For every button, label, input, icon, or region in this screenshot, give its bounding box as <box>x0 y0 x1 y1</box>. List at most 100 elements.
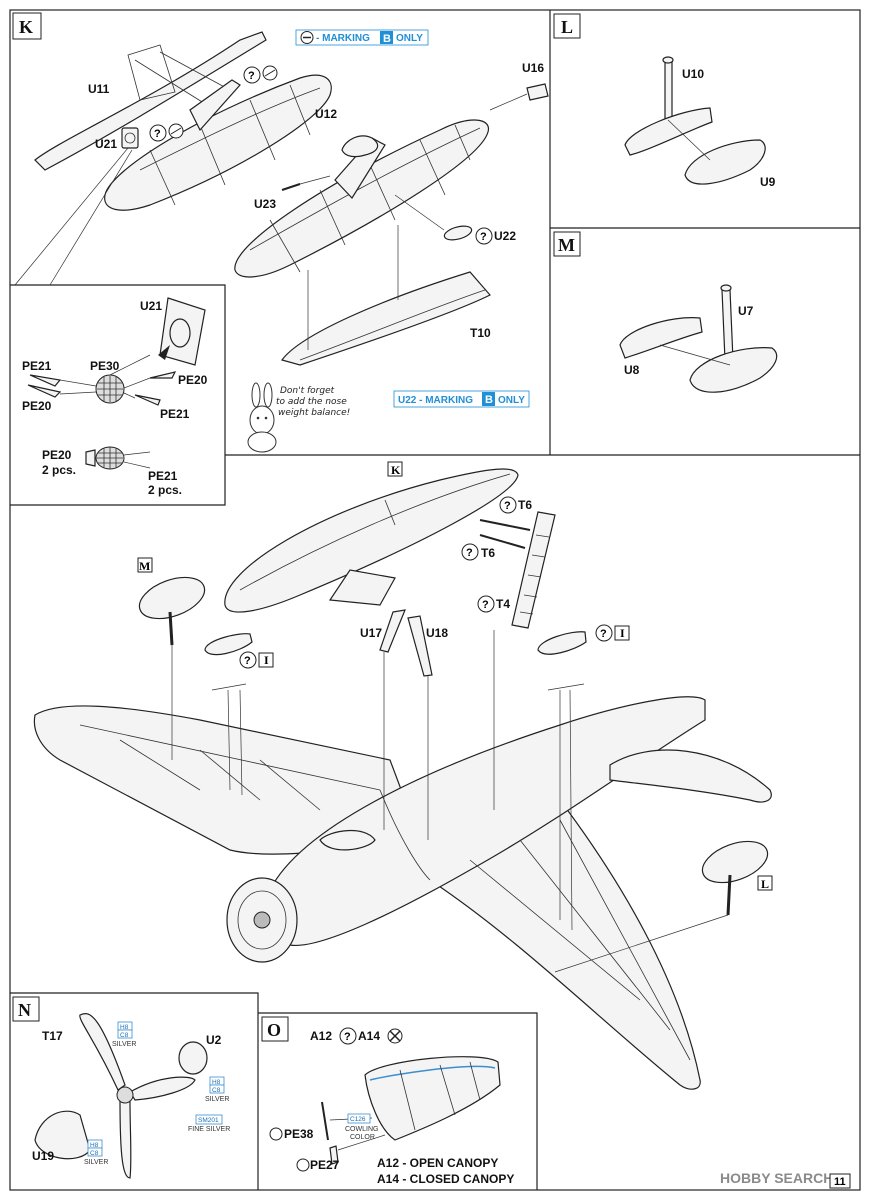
svg-text:U22 - MARKING: U22 - MARKING <box>398 395 473 406</box>
aircraft-main-assembly <box>33 630 772 1090</box>
mascot-rabbit <box>247 382 277 453</box>
section-badge-l: L <box>553 13 581 39</box>
label-a12: A12 <box>310 1029 332 1043</box>
svg-text:I: I <box>620 626 625 640</box>
label-u9: U9 <box>760 175 776 189</box>
svg-text:M: M <box>139 559 150 573</box>
svg-text:O: O <box>267 1020 281 1040</box>
optional-step-icons-k: ? ? <box>149 65 278 142</box>
svg-text:SILVER: SILVER <box>205 1096 229 1103</box>
part-u17-u18: U17 U18 <box>360 609 448 677</box>
svg-text:C8: C8 <box>120 1032 129 1039</box>
svg-text:- MARKING: - MARKING <box>316 33 370 44</box>
svg-text:L: L <box>761 877 769 891</box>
mascot-note: Don't forget to add the nose weight bala… <box>276 386 350 418</box>
paint-o-cowl: C126 COWLING COLOR <box>345 1113 378 1141</box>
svg-text:?: ? <box>344 1031 351 1043</box>
pe20-mesh-pair <box>85 446 151 470</box>
callout-l: L <box>757 875 773 891</box>
svg-text:C8: C8 <box>90 1150 99 1157</box>
svg-text:N: N <box>18 1000 31 1020</box>
svg-text:SILVER: SILVER <box>84 1159 108 1166</box>
svg-text:H8: H8 <box>90 1142 99 1149</box>
section-n-propeller: T17 U2 U19 <box>32 1013 222 1179</box>
label-pe21-a: PE21 <box>22 359 52 373</box>
label-pe20-a: PE20 <box>178 373 208 387</box>
label-pe21-b: PE21 <box>160 407 190 421</box>
callout-m: M <box>137 557 153 573</box>
paint-n-top: H8 C8 SILVER <box>112 1021 136 1048</box>
part-u23-drawing <box>281 175 331 191</box>
svg-text:?: ? <box>504 500 511 512</box>
label-pe27: PE27 <box>310 1158 340 1172</box>
section-o-canopy: ? A12 A14 PE38 PE27 <box>269 1027 501 1172</box>
section-badge-o: O <box>261 1016 289 1042</box>
paint-n-bottom: H8 C8 SILVER <box>84 1139 108 1166</box>
svg-text:HOBBY SEARCH: HOBBY SEARCH <box>720 1170 833 1186</box>
section-badge-m: M <box>553 231 581 257</box>
label-u23: U23 <box>254 197 276 211</box>
svg-text:K: K <box>391 463 401 477</box>
paint-n-sm: SM201 FINE SILVER <box>188 1114 230 1133</box>
svg-text:SM201: SM201 <box>198 1117 219 1124</box>
svg-text:?: ? <box>154 128 161 140</box>
label-pe20-qty: 2 pcs. <box>42 463 76 477</box>
part-u22-drawing: ? <box>394 194 493 245</box>
label-pe21-c: PE21 <box>148 469 178 483</box>
label-pe20-c: PE20 <box>42 448 72 462</box>
label-u16: U16 <box>522 61 544 75</box>
label-u7: U7 <box>738 304 754 318</box>
part-bomb-left: ? I <box>204 633 274 691</box>
section-l-drawing: U10 U9 <box>624 56 776 189</box>
part-u21-inset <box>158 297 206 366</box>
part-u21-small <box>121 127 139 149</box>
label-t6-a: T6 <box>518 498 532 512</box>
section-badge-k: K <box>12 12 42 40</box>
callout-k: K <box>387 461 403 477</box>
label-u10: U10 <box>682 67 704 81</box>
label-u2: U2 <box>206 1033 222 1047</box>
label-u17: U17 <box>360 626 382 640</box>
inset-leaders <box>14 147 133 286</box>
label-pe30: PE30 <box>90 359 120 373</box>
note-open-canopy: A12 - OPEN CANOPY <box>377 1156 498 1170</box>
label-u19: U19 <box>32 1149 54 1163</box>
label-u12: U12 <box>315 107 337 121</box>
part-m-fairing-main <box>138 576 206 646</box>
paint-n-mid: H8 C8 SILVER <box>205 1076 229 1103</box>
part-t4-ladder: ? T4 <box>477 511 556 629</box>
svg-text:L: L <box>561 17 573 37</box>
part-drop-tank-main <box>234 119 489 278</box>
marking-note-top: - MARKING B ONLY <box>295 29 429 46</box>
section-k-labels: U11 U21 U12 U23 U16 U22 T10 U21 PE21 PE3… <box>22 61 544 497</box>
label-u22: U22 <box>494 229 516 243</box>
page-number: 11 <box>829 1173 851 1189</box>
svg-text:11: 11 <box>834 1176 846 1188</box>
svg-text:?: ? <box>466 547 473 559</box>
label-t10: T10 <box>470 326 491 340</box>
svg-text:B: B <box>383 33 391 45</box>
label-u21-inset: U21 <box>140 299 162 313</box>
part-t10-drawing <box>281 225 491 366</box>
svg-text:?: ? <box>244 655 251 667</box>
pe30-mesh <box>27 354 177 406</box>
svg-text:Don't forget: Don't forget <box>280 386 335 396</box>
part-u11-drawing <box>34 31 267 171</box>
svg-text:COWLING: COWLING <box>345 1126 378 1133</box>
label-t4: T4 <box>496 597 510 611</box>
svg-text:I: I <box>264 653 269 667</box>
label-u21: U21 <box>95 137 117 151</box>
svg-text:H8: H8 <box>120 1024 129 1031</box>
part-l-fairing-main <box>701 840 769 916</box>
note-closed-canopy: A14 - CLOSED CANOPY <box>377 1172 514 1186</box>
svg-text:weight balance!: weight balance! <box>278 408 350 418</box>
section-m-drawing: U7 U8 <box>619 284 778 393</box>
svg-text:K: K <box>19 17 33 37</box>
part-bomb-right: ? I <box>537 624 630 691</box>
label-u18: U18 <box>426 626 448 640</box>
label-pe21-qty: 2 pcs. <box>148 483 182 497</box>
svg-text:B: B <box>485 394 493 406</box>
canopy-notes: A12 - OPEN CANOPY A14 - CLOSED CANOPY <box>377 1156 514 1186</box>
svg-text:FINE SILVER: FINE SILVER <box>188 1126 230 1133</box>
